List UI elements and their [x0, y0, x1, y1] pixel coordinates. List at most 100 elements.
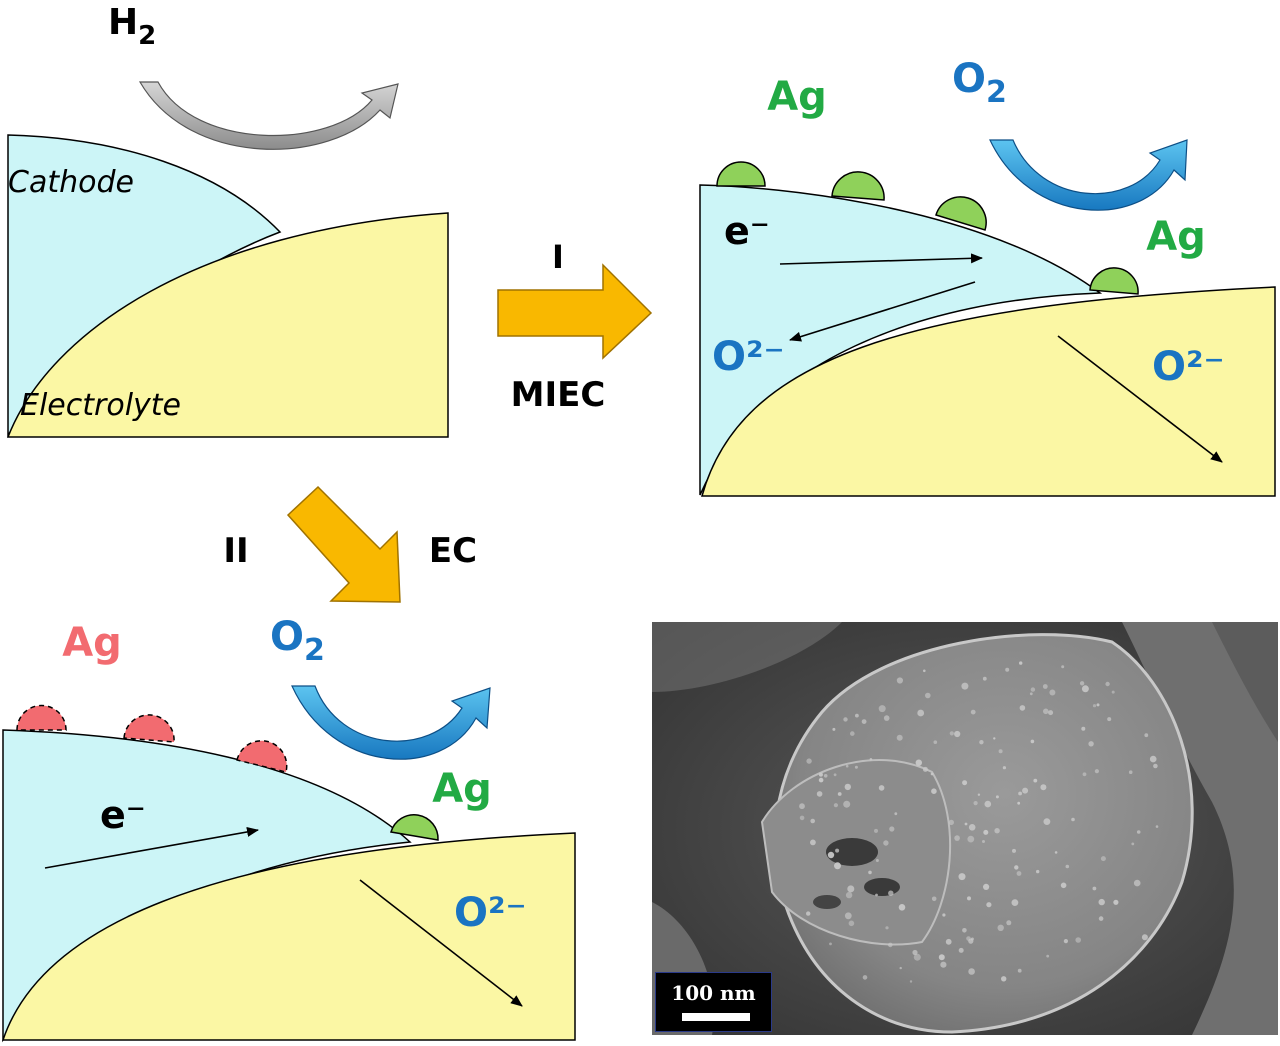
o2-curved-arrow-icon [291, 685, 491, 760]
nanoparticle-speck [1011, 899, 1019, 906]
nanoparticle-speck [1100, 856, 1106, 862]
sem-image [652, 622, 1278, 1035]
nanoparticle-speck [998, 749, 1003, 754]
nanoparticle-speck [1088, 741, 1094, 747]
path-I-transition: I MIEC [497, 238, 653, 415]
nanoparticle-speck [888, 942, 893, 948]
nanoparticle-speck [1075, 937, 1081, 943]
nanoparticle-speck [995, 795, 999, 799]
nanoparticle-speck [1017, 968, 1022, 973]
nanoparticle-speck [945, 938, 952, 945]
nanoparticle-speck [1005, 667, 1010, 672]
nanoparticle-speck [835, 848, 840, 853]
nanoparticle-speck [844, 912, 852, 920]
oxide-ion-label: O²⁻ [712, 334, 785, 380]
nanoparticle-speck [1017, 801, 1021, 805]
nanoparticle-speck [833, 803, 838, 808]
nanoparticle-speck [862, 975, 868, 980]
electrolyte-region [6, 212, 449, 438]
nanoparticle-speck [1133, 879, 1141, 887]
nanoparticle-speck [997, 924, 1004, 931]
nanoparticle-speck [818, 772, 823, 777]
nanoparticle-speck [1012, 848, 1016, 853]
nanoparticle-speck [898, 904, 906, 911]
miec-label: MIEC [511, 375, 606, 415]
nanoparticle-speck [1036, 869, 1040, 874]
nanoparticle-speck [868, 870, 872, 875]
nanoparticle-speck [799, 803, 805, 810]
nanoparticle-speck [954, 835, 960, 841]
nanoparticle-speck [968, 968, 975, 975]
ag-label: Ag [767, 74, 827, 120]
nanoparticle-speck [878, 705, 886, 713]
nanoparticle-speck [1149, 755, 1157, 763]
nanoparticle-speck [1111, 690, 1115, 694]
nanoparticle-speck [885, 926, 889, 930]
electron-label: e⁻ [100, 793, 146, 837]
nanoparticle-speck [993, 737, 996, 740]
nanoparticle-speck [1081, 685, 1089, 693]
nanoparticle-speck [923, 669, 926, 673]
panel-miec: Ag O2 Ag e⁻ O²⁻ O²⁻ [699, 56, 1276, 497]
nanoparticle-speck [962, 928, 967, 933]
nanoparticle-speck [1107, 717, 1112, 722]
nanoparticle-speck [1081, 726, 1086, 731]
nanoparticle-speck [967, 835, 975, 843]
nanoparticle-speck [888, 890, 894, 896]
ag-particle-dissolved [236, 740, 288, 773]
nanoparticle-speck [915, 759, 922, 766]
electron-flow-arrow [44, 827, 259, 869]
nanoparticle-speck [967, 896, 971, 901]
ag-particle-dissolved [16, 704, 67, 731]
diagonal-arrow-icon [286, 485, 401, 603]
nanoparticle-speck [912, 949, 918, 956]
nanoparticle-speck [847, 885, 855, 893]
nanoparticle-speck [922, 766, 928, 772]
nanoparticle-speck [913, 953, 921, 961]
nanoparticle-speck [875, 859, 879, 862]
nanoparticle-speck [896, 734, 903, 741]
nanoparticle-speck [818, 777, 824, 783]
nanoparticle-speck [806, 758, 812, 764]
scale-bar [682, 1013, 750, 1021]
nanoparticle-speck [977, 793, 981, 796]
ag-particle-dissolved [123, 714, 175, 743]
nanoparticle-speck [1006, 920, 1012, 926]
nanoparticle-speck [917, 709, 925, 717]
nanoparticle-speck [1136, 830, 1141, 834]
nanoparticle-speck [806, 911, 811, 916]
scale-bar-box: 100 nm [655, 972, 772, 1032]
nanoparticle-speck [986, 902, 992, 908]
nanoparticle-speck [1049, 689, 1056, 696]
nanoparticle-speck [1131, 842, 1135, 846]
nanoparticle-speck [1029, 692, 1033, 696]
nanoparticle-speck [1046, 954, 1050, 958]
nanoparticle-speck [874, 828, 878, 833]
nanoparticle-speck [1054, 851, 1058, 854]
panel-ec: Ag O2 Ag e⁻ O²⁻ [1, 614, 576, 1043]
nanoparticle-speck [930, 772, 934, 776]
nanoparticle-speck [1105, 681, 1110, 687]
nanoparticle-speck [970, 937, 974, 941]
nanoparticle-speck [931, 896, 937, 902]
nanoparticle-speck [1030, 739, 1035, 744]
oxide-ion-label: O²⁻ [1152, 344, 1225, 390]
ag-particle [716, 161, 766, 187]
h2-label: H2 [108, 2, 156, 51]
oxide-flow-arrow [789, 281, 976, 342]
nanoparticle-speck [799, 815, 805, 821]
nanoparticle-speck [1014, 865, 1019, 870]
nanoparticle-speck [982, 840, 985, 843]
nanoparticle-speck [925, 692, 931, 699]
nanoparticle-speck [1040, 784, 1047, 791]
nanoparticle-speck [973, 801, 978, 806]
nanoparticle-speck [1065, 864, 1070, 869]
electron-label: e⁻ [724, 209, 770, 253]
nanoparticle-speck [1092, 886, 1097, 891]
nanoparticle-speck [1155, 825, 1159, 828]
o2-label: O2 [270, 614, 325, 668]
nanoparticle-speck [1079, 681, 1085, 686]
ag-label: Ag [432, 766, 492, 812]
nanoparticle-speck [954, 730, 961, 738]
